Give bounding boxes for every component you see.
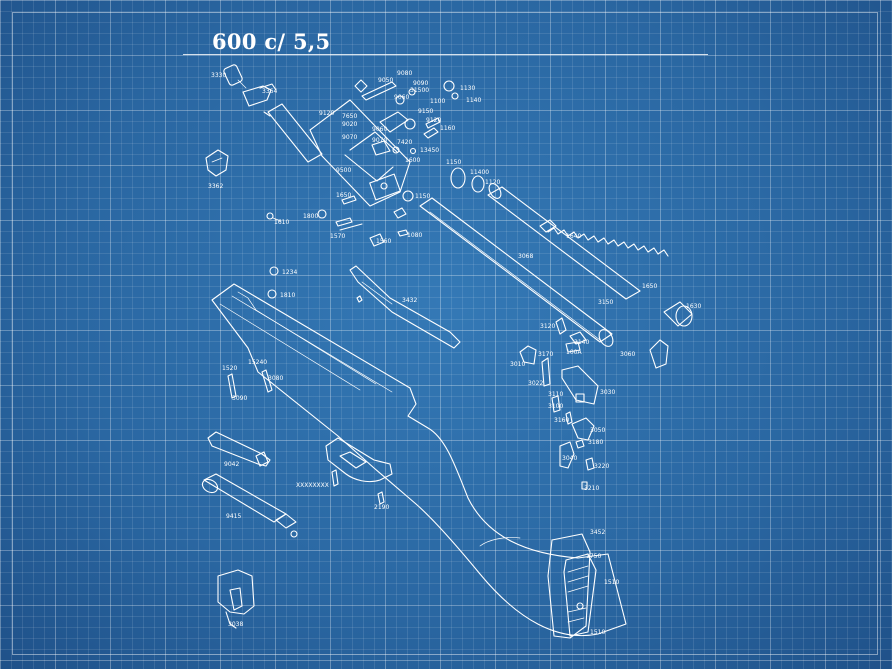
label-3010: 3010: [510, 361, 525, 368]
label-3170: 3170: [538, 351, 553, 358]
label-stamp: XXXXXXXX: [296, 482, 329, 489]
part-piston-9415: [201, 473, 298, 538]
label-3068: 3068: [518, 253, 533, 260]
label-9120b: 9120: [426, 117, 441, 124]
label-1510: 1510: [604, 579, 619, 586]
label-3180: 3180: [588, 439, 603, 446]
label-1810: 1810: [280, 292, 295, 299]
label-15240: 15240: [248, 359, 267, 366]
label-3080: 3080: [268, 375, 283, 382]
label-31500: 31500: [410, 87, 429, 94]
label-3038: 3038: [228, 621, 243, 628]
part-front-sight: [205, 149, 229, 177]
label-1640: 1640: [566, 233, 581, 240]
part-stock: [211, 283, 627, 639]
sheet-border: [12, 12, 878, 655]
part-end-cap: [663, 301, 693, 327]
label-7420: 7420: [397, 139, 412, 146]
label-13450: 13450: [420, 147, 439, 154]
label-3364: 3364: [262, 88, 277, 95]
label-3110: 3110: [548, 391, 563, 398]
label-3050: 3050: [590, 427, 605, 434]
part-receiver-block: [309, 79, 459, 207]
part-rear-sight: [223, 64, 277, 107]
label-3060: 3060: [620, 351, 635, 358]
label-100a: 100A: [566, 349, 582, 356]
part-trigger-3038: [217, 569, 255, 629]
label-3160: 3160: [554, 417, 569, 424]
label-9050: 9050: [378, 77, 393, 84]
label-3452: 3452: [590, 529, 605, 536]
label-3150: 3150: [598, 299, 613, 306]
label-1570: 1570: [330, 233, 345, 240]
label-7650: 7650: [342, 113, 357, 120]
label-1750: 1750: [586, 553, 601, 560]
label-9150: 9150: [418, 108, 433, 115]
label-9060: 9060: [394, 94, 409, 101]
part-latch-9042: [207, 431, 271, 467]
label-2190: 2190: [374, 504, 389, 511]
label-3432: 3432: [402, 297, 417, 304]
label-1600: 1600: [405, 157, 420, 164]
label-3040: 3040: [562, 455, 577, 462]
part-trigger-guard: [325, 437, 393, 505]
page-title: 600 c/ 5,5: [212, 29, 331, 54]
label-1234: 1234: [282, 269, 297, 276]
label-3210: 3210: [584, 485, 599, 492]
label-1610: 1610: [274, 219, 289, 226]
label-9060b: 9060: [372, 126, 387, 133]
label-1520: 1520: [222, 365, 237, 372]
part-small-pins: [267, 190, 414, 303]
label-1100: 1100: [430, 98, 445, 105]
label-1630: 1630: [686, 303, 701, 310]
label-9070b: 9070: [372, 137, 387, 144]
label-3362: 3362: [208, 183, 223, 190]
part-pin-1610: [266, 212, 282, 222]
part-compression-cylinder: [419, 167, 641, 347]
part-labels: 3330 3364 3362 1610 9080 9050 9090 31500…: [208, 70, 701, 636]
label-1510b: 1510: [590, 629, 605, 636]
label-3330: 3330: [211, 72, 226, 79]
title-underline: [183, 54, 708, 55]
label-9090: 9090: [413, 80, 428, 87]
label-3090: 3090: [232, 395, 247, 402]
label-3140: 3140: [574, 339, 589, 346]
label-1150: 1150: [446, 159, 461, 166]
label-1650b: 1650: [642, 283, 657, 290]
label-11400: 11400: [470, 169, 489, 176]
part-barrel-tube-small: [263, 103, 323, 163]
label-9415: 9415: [226, 513, 241, 520]
label-1650: 1650: [336, 192, 351, 199]
label-1800: 1800: [303, 213, 318, 220]
part-pin-group-left: [227, 369, 273, 399]
label-9120: 9120: [319, 110, 334, 117]
label-3100: 3100: [548, 403, 563, 410]
part-cocking-link: [349, 265, 461, 349]
label-3120: 3120: [540, 323, 555, 330]
label-3220: 3220: [594, 463, 609, 470]
label-3022: 3022: [528, 380, 543, 387]
label-1080: 1080: [407, 232, 422, 239]
label-9042: 9042: [224, 461, 239, 468]
part-trigger-group: [519, 317, 669, 490]
label-1120: 1120: [485, 179, 500, 186]
label-9070: 9070: [342, 134, 357, 141]
label-9080: 9080: [397, 70, 412, 77]
label-1140: 1140: [466, 97, 481, 104]
label-3030: 3030: [600, 389, 615, 396]
label-1160: 1160: [440, 125, 455, 132]
label-1560: 1560: [376, 238, 391, 245]
label-9020: 9020: [342, 121, 357, 128]
part-spring: [539, 219, 669, 257]
label-1180: 1150: [415, 193, 430, 200]
label-9500: 9500: [336, 167, 351, 174]
label-1130: 1130: [460, 85, 475, 92]
